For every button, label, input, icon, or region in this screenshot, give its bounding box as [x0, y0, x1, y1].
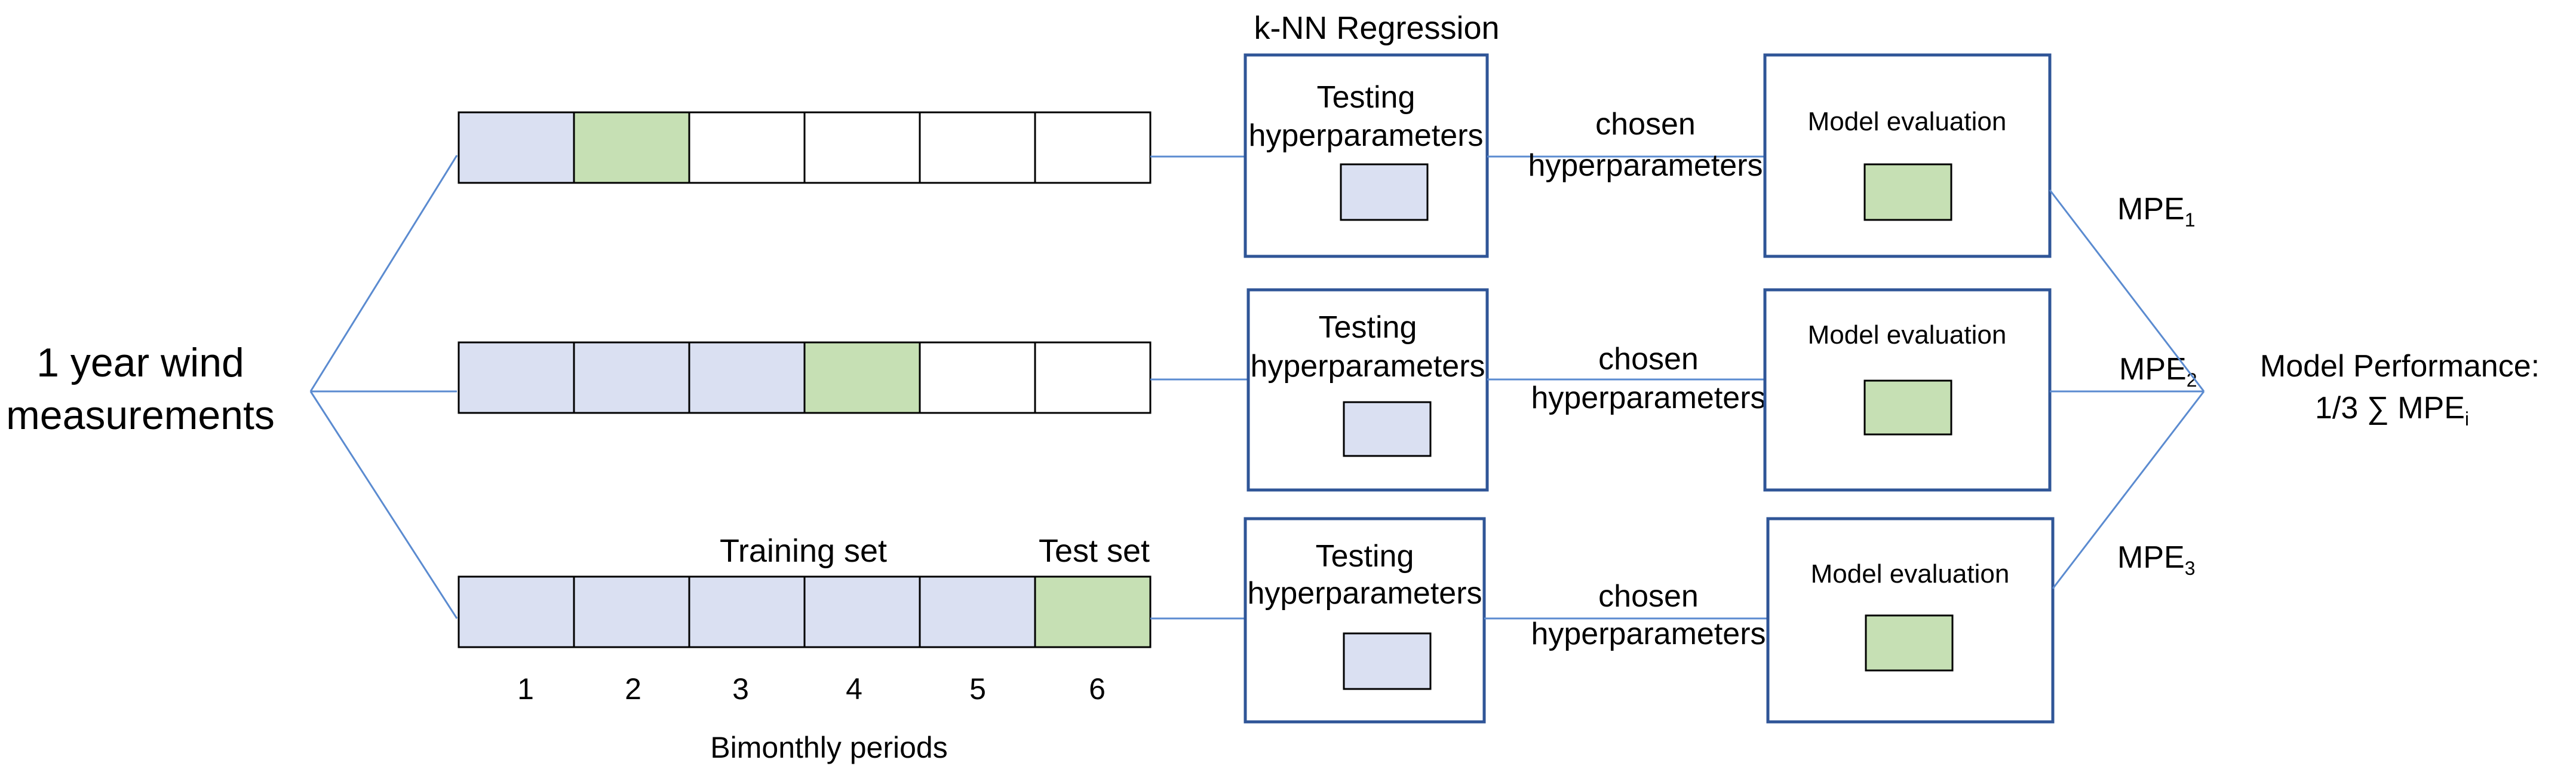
- period-cell-empty: [919, 111, 1036, 184]
- testing-hyperparameters-box-1: [1244, 53, 1489, 258]
- period-cell-train: [573, 575, 690, 648]
- model-evaluation-box-1: [1763, 53, 2052, 258]
- source-connector-row3: [309, 391, 458, 619]
- period-cell-test: [803, 341, 921, 414]
- training-set-label: Training set: [720, 533, 887, 569]
- period-cell-empty: [1034, 111, 1152, 184]
- period-cell-train: [458, 341, 575, 414]
- panel-title: k-NN Regression: [1254, 10, 1499, 46]
- period-number: 2: [625, 672, 641, 706]
- test-set-label: Test set: [1039, 533, 1150, 569]
- source-connector-row1: [309, 155, 458, 392]
- period-number: 1: [517, 672, 534, 706]
- period-cell-train: [573, 341, 690, 414]
- timeline-row-2: [458, 341, 1152, 414]
- timeline-row-3: [458, 575, 1152, 648]
- model-evaluation-label-1: Model evaluation: [1808, 107, 2007, 136]
- period-cell-train: [458, 111, 575, 184]
- train-swatch-3: [1343, 632, 1432, 690]
- period-number: 3: [732, 672, 749, 706]
- performance-connectors: [2049, 189, 2205, 589]
- test-swatch-2: [1863, 379, 1952, 436]
- period-number: 6: [1089, 672, 1106, 706]
- metric-label-2: MPE2: [2119, 352, 2197, 391]
- performance-connector-3: [2052, 391, 2205, 589]
- chosen-label-line1: chosen: [1598, 342, 1699, 376]
- performance-connector-1: [2049, 189, 2205, 392]
- model-evaluation-label-2: Model evaluation: [1808, 320, 2007, 350]
- testing-box-label-line2: hyperparameters: [1250, 349, 1485, 384]
- period-number: 4: [846, 672, 862, 706]
- period-cell-train: [458, 575, 575, 648]
- period-cell-train: [688, 575, 806, 648]
- period-number: 5: [969, 672, 986, 706]
- metric-label-3: MPE3: [2117, 540, 2195, 579]
- source-connectors: [309, 155, 458, 619]
- chosen-label-line2: hyperparameters: [1531, 381, 1766, 415]
- period-number-labels: 1 2 3 4 5 6: [517, 672, 1106, 706]
- test-swatch-1: [1863, 163, 1952, 221]
- chosen-label-line1: chosen: [1595, 107, 1696, 142]
- period-cell-test: [1034, 575, 1152, 648]
- testing-box-label-line1: Testing: [1319, 310, 1417, 345]
- train-swatch-1: [1340, 163, 1429, 221]
- testing-box-label-line2: hyperparameters: [1248, 118, 1483, 153]
- test-swatch-3: [1865, 614, 1954, 672]
- performance-label-line1: Model Performance:: [2260, 349, 2540, 384]
- testing-box-label-line1: Testing: [1317, 80, 1416, 115]
- train-swatch-2: [1343, 401, 1432, 457]
- period-cell-empty: [803, 111, 921, 184]
- performance-label-line2: 1/3 ∑ MPEi: [2315, 391, 2469, 430]
- testing-box-label-line2: hyperparameters: [1247, 576, 1482, 611]
- period-cell-train: [803, 575, 921, 648]
- period-cell-train: [919, 575, 1036, 648]
- period-cell-train: [688, 341, 806, 414]
- period-cell-test: [573, 111, 690, 184]
- period-cell-empty: [688, 111, 806, 184]
- chosen-label-line2: hyperparameters: [1531, 617, 1766, 651]
- chosen-label-line2: hyperparameters: [1528, 148, 1763, 183]
- source-label-line2: measurements: [6, 393, 275, 438]
- period-cell-empty: [919, 341, 1036, 414]
- chosen-label-line1: chosen: [1598, 579, 1699, 614]
- timeline-row-1: [458, 111, 1152, 184]
- testing-box-label-line1: Testing: [1316, 539, 1414, 574]
- model-evaluation-label-3: Model evaluation: [1811, 559, 2010, 589]
- period-axis-label: Bimonthly periods: [710, 731, 947, 764]
- metric-label-1: MPE1: [2117, 192, 2195, 231]
- period-cell-empty: [1034, 341, 1152, 414]
- source-label-line1: 1 year wind: [36, 340, 244, 385]
